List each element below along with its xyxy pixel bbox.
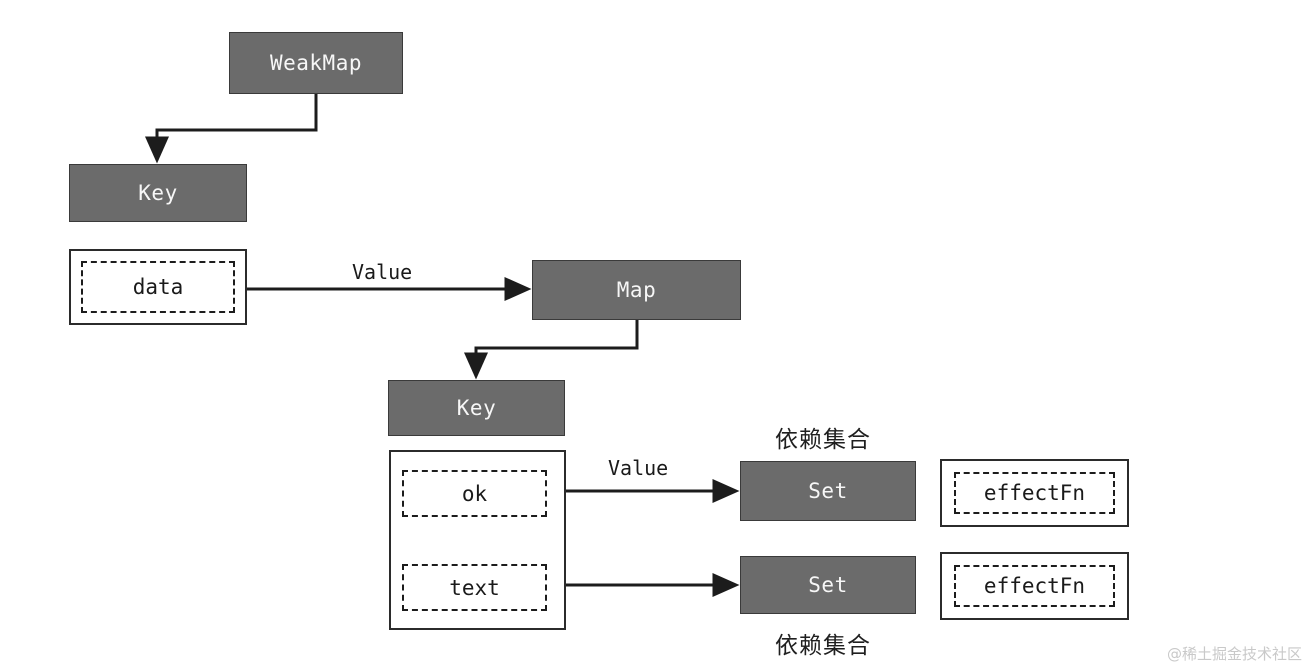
chip-data[interactable]: data xyxy=(81,261,235,313)
node-weakmap[interactable]: WeakMap xyxy=(229,32,403,94)
annotation-dep-set-bottom: 依赖集合 xyxy=(775,633,871,659)
node-set-bottom[interactable]: Set xyxy=(740,556,916,614)
node-map-label: Map xyxy=(616,278,657,302)
chip-data-label: data xyxy=(132,275,184,299)
node-data-container[interactable]: data xyxy=(69,249,247,325)
edge-map-to-key xyxy=(464,320,639,380)
node-set-bottom-label: Set xyxy=(808,573,848,597)
node-set-top[interactable]: Set xyxy=(740,461,916,521)
watermark: @稀土掘金技术社区 xyxy=(1166,645,1302,663)
node-key-bottom-label: Key xyxy=(456,396,497,420)
chip-effectfn-bottom-label: effectFn xyxy=(983,574,1086,598)
node-effectfn-bottom-container[interactable]: effectFn xyxy=(940,552,1129,620)
edge-weakmap-to-key xyxy=(145,94,318,164)
node-properties-container: ok text xyxy=(389,450,566,630)
edge-label-value-top: Value xyxy=(352,260,413,284)
node-map[interactable]: Map xyxy=(532,260,741,320)
chip-ok[interactable]: ok xyxy=(402,470,547,517)
node-key-top-label: Key xyxy=(138,181,178,205)
chip-effectfn-top[interactable]: effectFn xyxy=(954,472,1115,514)
node-key-top[interactable]: Key xyxy=(69,164,247,222)
node-effectfn-top-container[interactable]: effectFn xyxy=(940,459,1129,527)
annotation-dep-set-top: 依赖集合 xyxy=(775,427,871,453)
chip-effectfn-bottom[interactable]: effectFn xyxy=(954,565,1115,607)
chip-text-label: text xyxy=(449,575,500,600)
node-weakmap-label: WeakMap xyxy=(269,51,362,75)
chip-ok-label: ok xyxy=(461,481,488,506)
chip-text[interactable]: text xyxy=(402,564,547,611)
edge-label-value-bottom: Value xyxy=(608,456,669,480)
node-key-bottom[interactable]: Key xyxy=(388,380,565,436)
node-set-top-label: Set xyxy=(808,479,848,503)
chip-effectfn-top-label: effectFn xyxy=(983,481,1086,505)
